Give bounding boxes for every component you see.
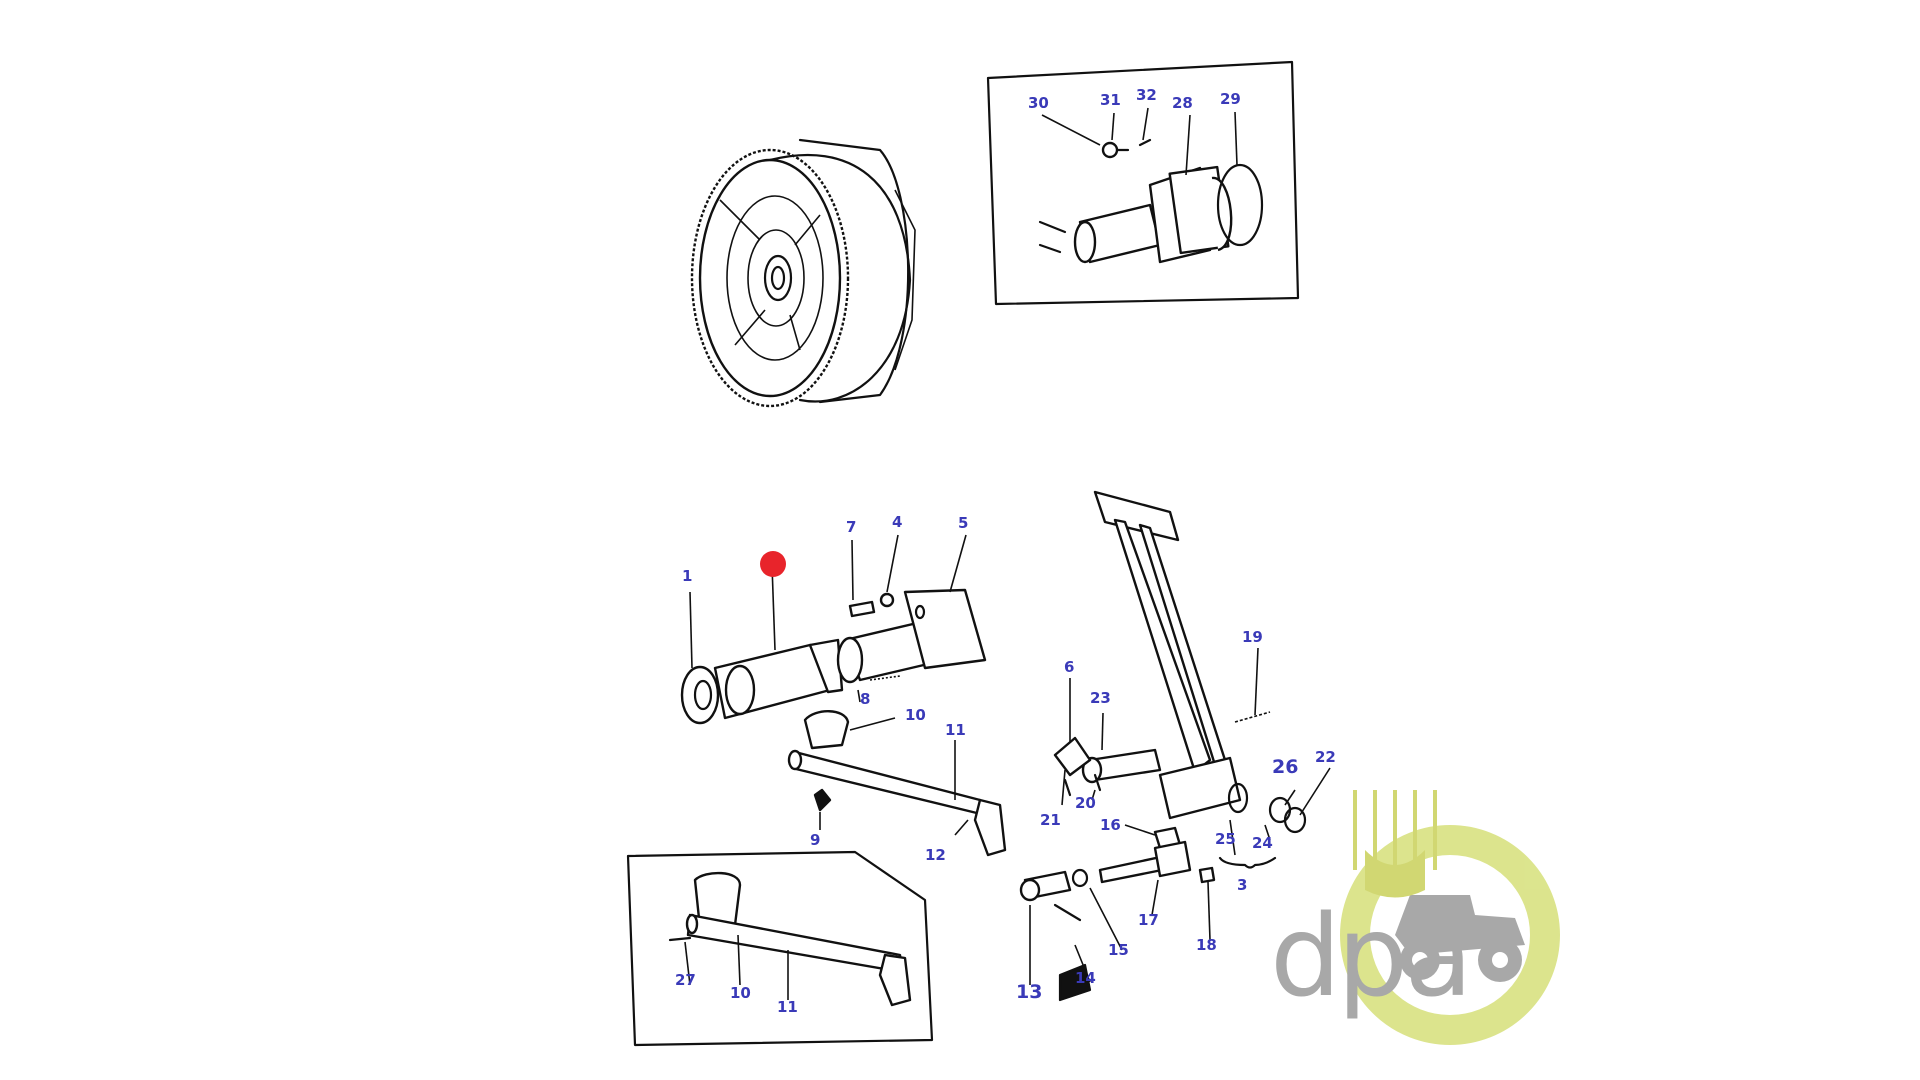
highlight-marker bbox=[760, 551, 786, 577]
callout-labels: 1 4 5 7 8 9 10 10 11 11 12 13 14 15 16 1… bbox=[675, 86, 1336, 1016]
callout-11b: 11 bbox=[777, 998, 798, 1016]
callout-23: 23 bbox=[1090, 689, 1111, 707]
callout-15: 15 bbox=[1108, 941, 1129, 959]
wheat-icon bbox=[1353, 790, 1437, 898]
callout-11a: 11 bbox=[945, 721, 966, 739]
callout-17: 17 bbox=[1138, 911, 1159, 929]
callout-14: 14 bbox=[1075, 969, 1096, 987]
callout-32: 32 bbox=[1136, 86, 1157, 104]
callout-10a: 10 bbox=[905, 706, 926, 724]
callout-8: 8 bbox=[860, 690, 870, 708]
gear-icon bbox=[1340, 825, 1560, 1045]
callout-24: 24 bbox=[1252, 834, 1273, 852]
dpa-logo: dpa bbox=[1270, 790, 1560, 1045]
callout-27: 27 bbox=[675, 971, 696, 989]
callout-29: 29 bbox=[1220, 90, 1241, 108]
callout-21: 21 bbox=[1040, 811, 1061, 829]
callout-4: 4 bbox=[892, 513, 902, 531]
fork-crossshaft bbox=[787, 710, 1007, 857]
flywheel-assembly bbox=[690, 138, 916, 408]
inset-box-top bbox=[986, 60, 1300, 306]
callout-3: 3 bbox=[1237, 876, 1247, 894]
callout-28: 28 bbox=[1172, 94, 1193, 112]
callout-6: 6 bbox=[1064, 658, 1074, 676]
callout-1: 1 bbox=[682, 567, 692, 585]
callout-26: 26 bbox=[1272, 756, 1298, 778]
callout-12: 12 bbox=[925, 846, 946, 864]
callout-13: 13 bbox=[1016, 981, 1042, 1003]
callout-30: 30 bbox=[1028, 94, 1049, 112]
callout-19: 19 bbox=[1242, 628, 1263, 646]
callout-7: 7 bbox=[846, 518, 856, 536]
inset-box-bottom bbox=[626, 850, 934, 1047]
callout-31: 31 bbox=[1100, 91, 1121, 109]
main-shaft-assembly bbox=[680, 534, 987, 725]
callout-20: 20 bbox=[1075, 794, 1096, 812]
callout-10b: 10 bbox=[730, 984, 751, 1002]
callout-16: 16 bbox=[1100, 816, 1121, 834]
callout-22: 22 bbox=[1315, 748, 1336, 766]
logo-text: dpa bbox=[1270, 892, 1469, 1022]
callout-25: 25 bbox=[1215, 830, 1236, 848]
callout-5: 5 bbox=[958, 514, 968, 532]
tractor-icon bbox=[1395, 895, 1525, 982]
callout-9: 9 bbox=[810, 831, 820, 849]
callout-18: 18 bbox=[1196, 936, 1217, 954]
pedal-assembly bbox=[1019, 490, 1331, 1002]
